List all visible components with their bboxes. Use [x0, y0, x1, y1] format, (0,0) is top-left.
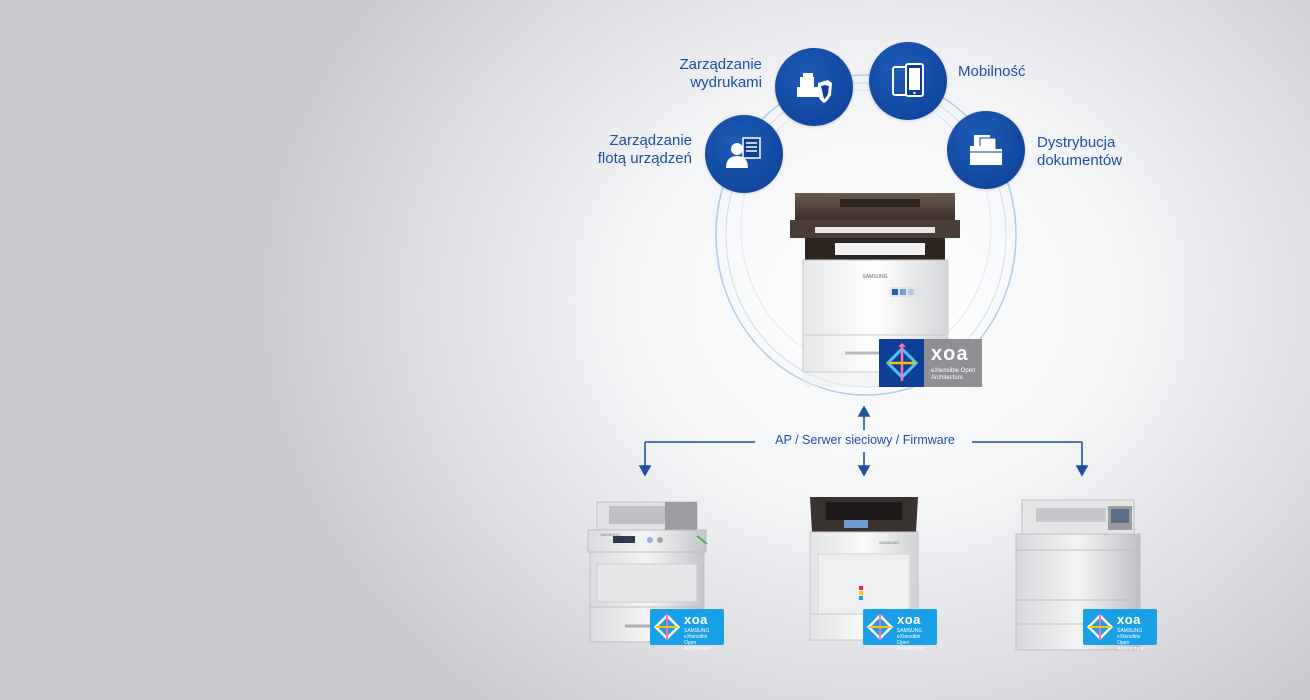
main-xoa-title: xoa	[931, 343, 969, 365]
xoa-badge-2-subtitle: SAMSUNG eXtensible Open Architecture	[897, 628, 924, 652]
feature-docs-circle	[947, 111, 1025, 189]
xoa-badge-3-title: xoa	[1117, 612, 1141, 627]
xoa-logo-icon	[885, 343, 919, 381]
document-folder-icon	[970, 135, 1002, 165]
printer-1-brand: SAMSUNG	[600, 532, 621, 537]
main-xoa-badge: xoa eXtensible Open Architecture	[879, 339, 982, 387]
printer-2-brand: SAMSUNG	[879, 540, 899, 545]
fleet-management-icon	[726, 137, 761, 168]
xoa-logo-icon	[1086, 613, 1114, 641]
network-label: AP / Serwer sieciowy / Firmware	[775, 433, 955, 447]
feature-print-label: Zarządzanie wydrukami	[679, 56, 762, 91]
feature-fleet-label: Zarządzanie flotą urządzeń	[597, 132, 692, 167]
xoa-badge-2-title: xoa	[897, 612, 921, 627]
mobile-devices-icon	[892, 63, 924, 97]
main-xoa-subtitle: eXtensible Open Architecture	[931, 368, 976, 381]
xoa-logo-icon	[653, 613, 681, 641]
feature-fleet-circle	[705, 115, 783, 193]
feature-mobile-label: Mobilność	[958, 63, 1026, 80]
xoa-logo-icon	[866, 613, 894, 641]
feature-docs-label: Dystrybucja dokumentów	[1037, 134, 1123, 169]
feature-print-circle	[775, 48, 853, 126]
print-security-icon	[797, 73, 832, 103]
feature-mobile-circle	[869, 42, 947, 120]
xoa-badge-1: xoa SAMSUNG eXtensible Open Architecture	[650, 609, 724, 652]
network-arrows	[638, 405, 1089, 477]
xoa-badge-3-subtitle: SAMSUNG eXtensible Open Architecture	[1117, 628, 1144, 652]
xoa-badge-2: xoa SAMSUNG eXtensible Open Architecture	[863, 609, 937, 652]
main-printer-brand: SAMSUNG	[862, 274, 887, 280]
xoa-badge-1-title: xoa	[684, 612, 708, 627]
xoa-badge-1-subtitle: SAMSUNG eXtensible Open Architecture	[684, 628, 711, 652]
printer-mono-laser	[587, 501, 708, 643]
xoa-badge-3: xoa SAMSUNG eXtensible Open Architecture	[1083, 609, 1157, 652]
